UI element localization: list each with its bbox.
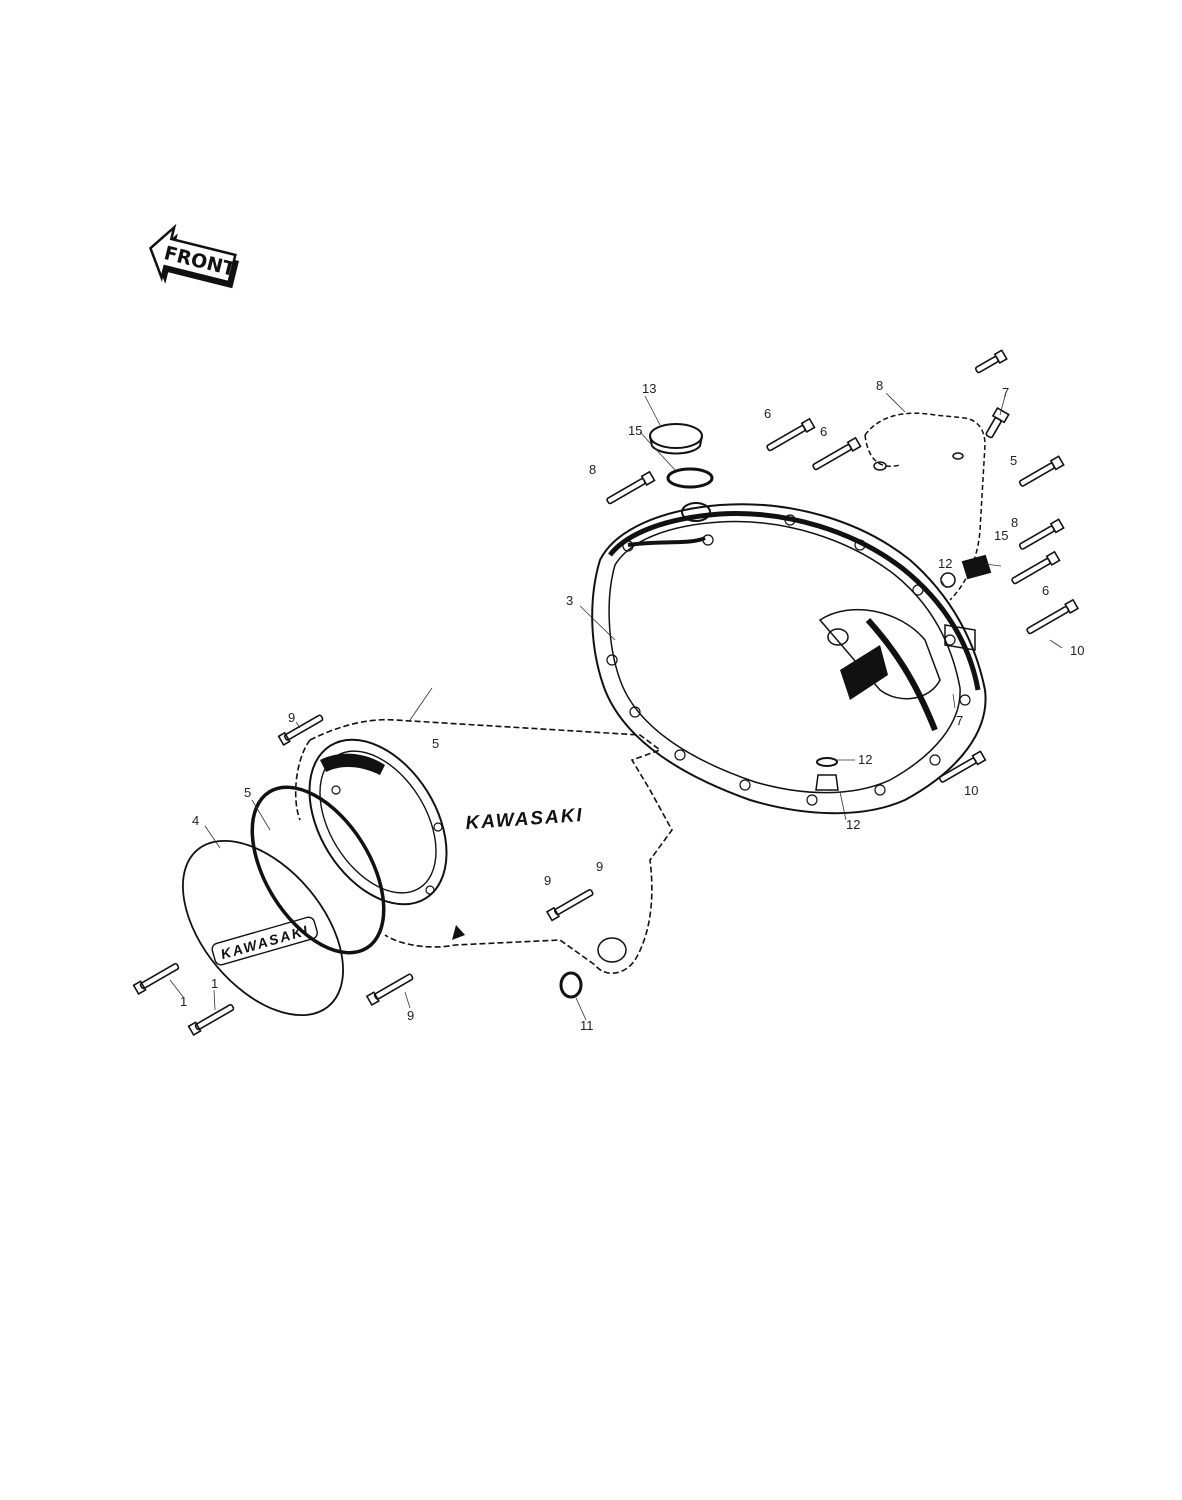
callout-label: 3: [566, 593, 573, 608]
callout-label: 11: [580, 1018, 594, 1033]
clutch-cover: [591, 502, 987, 815]
callout-label: 15: [994, 528, 1008, 543]
callout-label: 9: [288, 710, 295, 725]
bolts-left: [132, 714, 594, 1037]
gasket-ring: [250, 785, 386, 955]
callout-label: 4: [192, 813, 199, 828]
callout-label: 5: [244, 785, 251, 800]
o-ring: [666, 467, 714, 489]
callout-label: 6: [1042, 583, 1049, 598]
bolts-right: [606, 349, 1080, 783]
callout-label: 12: [846, 817, 860, 832]
callout-labels: 13 15 8 6 6 8 7 5 15 8 12 6 3 10 7 12 10…: [180, 378, 1084, 1033]
inspection-plate: [864, 412, 986, 601]
small-o-ring: [559, 971, 583, 999]
callout-label: 8: [876, 378, 883, 393]
callout-label: 15: [628, 423, 642, 438]
front-arrow-icon: FRONT: [148, 223, 239, 289]
emblem-cover: KAWASAKI: [182, 839, 344, 1017]
emblem-brand-text: KAWASAKI: [219, 922, 311, 963]
callout-label: 12: [858, 752, 872, 767]
callout-label: 9: [407, 1008, 414, 1023]
callout-label: 5: [432, 736, 439, 751]
drain-plug: [815, 757, 839, 791]
oil-filler-cap: [649, 423, 703, 455]
callout-label: 6: [820, 424, 827, 439]
callout-label: 12: [938, 556, 952, 571]
callout-label: 9: [596, 859, 603, 874]
plug-fitting: [961, 554, 992, 580]
callout-label: 5: [1010, 453, 1017, 468]
callout-label: 6: [764, 406, 771, 421]
callout-label: 10: [1070, 643, 1084, 658]
callout-label: 7: [956, 713, 963, 728]
callout-label: 13: [642, 381, 656, 396]
leader-lines: [169, 392, 1063, 1021]
callout-label: 8: [589, 462, 596, 477]
generator-cover: KAWASAKI: [294, 718, 673, 974]
callout-label: 1: [180, 994, 187, 1009]
callout-label: 10: [964, 783, 978, 798]
callout-label: 1: [211, 976, 218, 991]
callout-label: 9: [544, 873, 551, 888]
callout-label: 8: [1011, 515, 1018, 530]
callout-label: 7: [1002, 385, 1009, 400]
cover-brand-text: KAWASAKI: [465, 805, 585, 834]
